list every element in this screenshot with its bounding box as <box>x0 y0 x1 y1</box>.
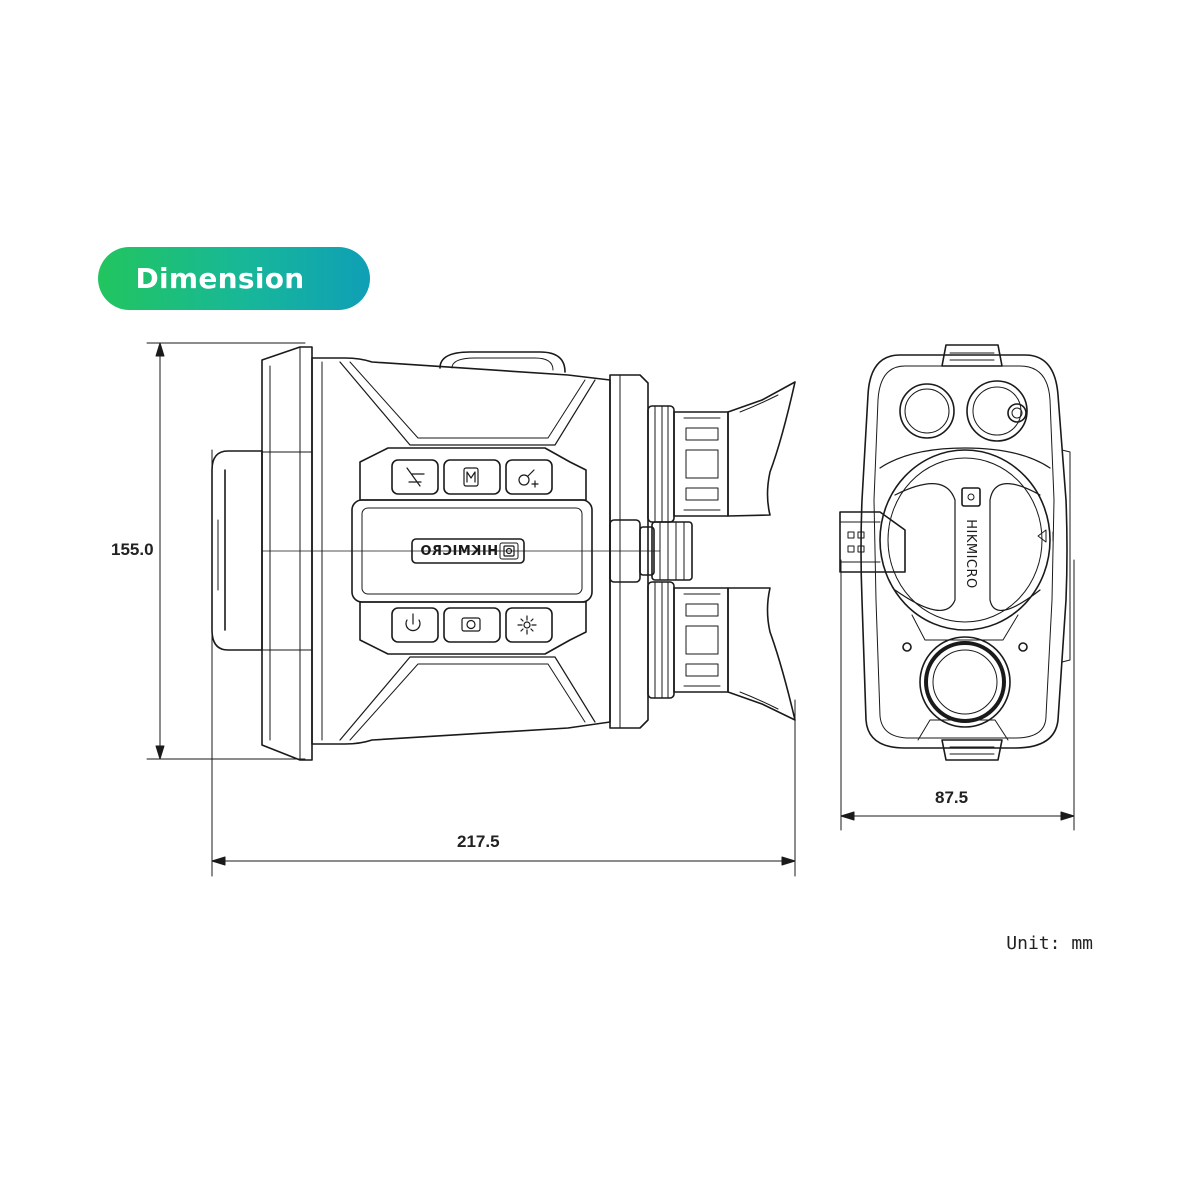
button-icons <box>405 467 539 635</box>
dimension-title: Dimension <box>135 262 305 295</box>
unit-label: Unit: mm <box>1006 933 1093 954</box>
side-logo-text: HIKMICRO <box>419 543 499 559</box>
power-icon <box>405 613 421 632</box>
eyecup-icon <box>406 467 425 487</box>
height-dimension-label: 155.0 <box>111 540 154 559</box>
length-dimension-label: 217.5 <box>457 832 500 851</box>
front-logo-text: HIKMICRO <box>963 519 979 589</box>
brightness-icon <box>517 615 537 635</box>
zoom-icon <box>518 469 539 488</box>
width-dimension-label: 87.5 <box>935 788 969 807</box>
menu-m-icon <box>463 467 479 487</box>
front-view-device <box>839 344 1071 761</box>
camera-icon <box>461 617 481 632</box>
side-view-device <box>211 346 796 761</box>
logo-shield-icon <box>503 545 515 557</box>
dimension-title-pill: Dimension <box>98 247 370 310</box>
